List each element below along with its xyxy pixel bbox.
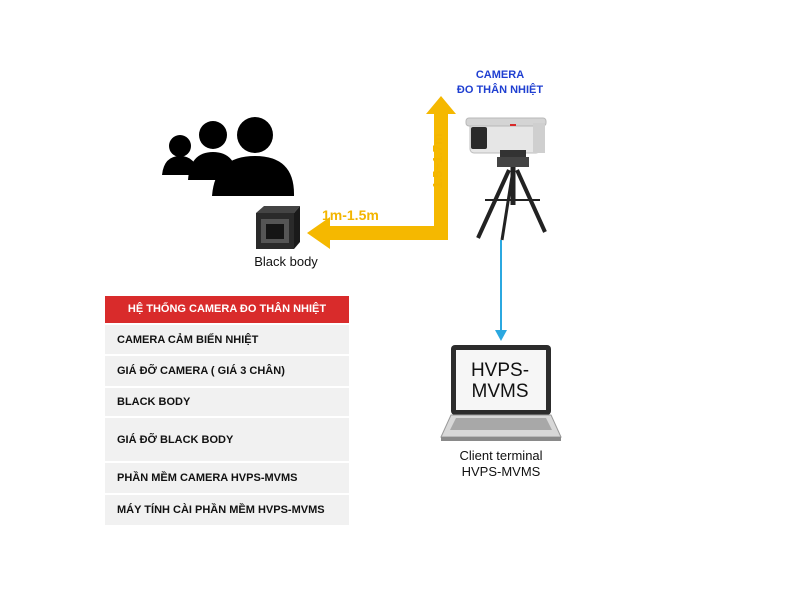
table-row: CAMERA CẢM BIẾN NHIỆT <box>105 323 349 354</box>
black-body-label: Black body <box>254 254 318 269</box>
tripod-icon <box>476 150 547 241</box>
thermal-camera-icon <box>465 117 547 154</box>
table-row: PHẦN MỀM CAMERA HVPS-MVMS <box>105 461 349 493</box>
distance-arrow <box>307 96 456 249</box>
table-header: HỆ THỐNG CAMERA ĐO THÂN NHIỆT <box>105 296 349 323</box>
camera-title-line1: CAMERA <box>475 69 525 81</box>
black-body-device <box>256 206 300 249</box>
client-label-line1: Client terminal <box>459 448 543 463</box>
camera-title-line2: ĐO THÂN NHIỆT <box>456 84 544 96</box>
client-label-line2: HVPS-MVMS <box>461 464 541 479</box>
screen-line2: MVMS <box>471 381 529 402</box>
table-row: BLACK BODY <box>105 386 349 416</box>
camera-title: CAMERA ĐO THÂN NHIỆT <box>440 68 560 98</box>
client-terminal-label: Client terminal HVPS-MVMS <box>440 448 562 480</box>
people-group-icon <box>162 117 295 196</box>
vertical-distance-label: 1.5~1.7m <box>430 133 445 189</box>
system-components-table: HỆ THỐNG CAMERA ĐO THÂN NHIỆT CAMERA CẢM… <box>105 296 349 525</box>
laptop-icon <box>440 345 562 441</box>
table-row: GIÁ ĐỠ CAMERA ( GIÁ 3 CHÂN) <box>105 354 349 386</box>
laptop-screen-text: HVPS- MVMS <box>456 360 544 402</box>
screen-line1: HVPS- <box>470 360 530 381</box>
horizontal-distance-label: 1m-1.5m <box>322 207 379 223</box>
network-link-arrow <box>495 240 507 341</box>
table-row: GIÁ ĐỠ BLACK BODY <box>105 416 349 461</box>
table-row: MÁY TÍNH CÀI PHẦN MỀM HVPS-MVMS <box>105 493 349 525</box>
